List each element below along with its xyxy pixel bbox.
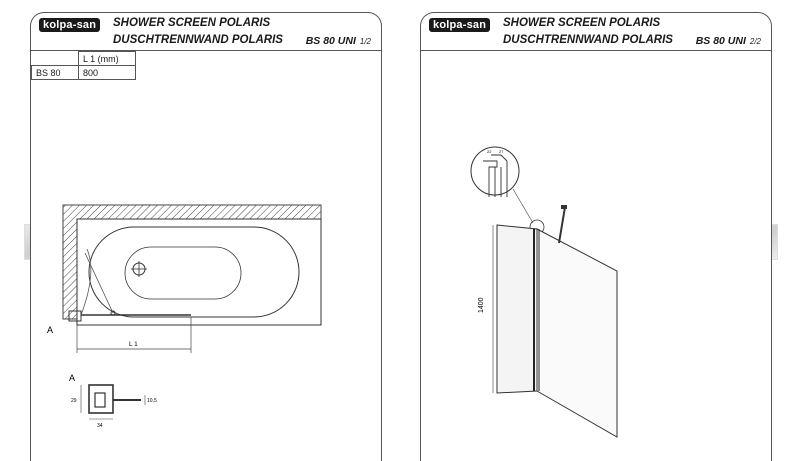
bathtub-inner — [124, 246, 242, 300]
table-row-value: 800 — [78, 65, 136, 80]
page-number: 2/2 — [749, 37, 761, 46]
stabilizer-bar — [558, 206, 566, 244]
swing-arc — [80, 248, 92, 316]
dimension-label: L 1 — [129, 341, 138, 348]
detail-a-marker: A — [47, 325, 53, 335]
brand-logo: kolpa-san — [39, 18, 101, 32]
table-row-label: BS 80 — [31, 65, 79, 80]
header-divider — [421, 50, 771, 51]
model-name: BS 80 UNI — [305, 35, 356, 47]
dimension-table: L 1 (mm) BS 80 800 — [31, 51, 136, 80]
bathtub-basin — [88, 226, 300, 318]
detail-wall-profile — [88, 384, 114, 414]
height-label: 1400 — [478, 297, 485, 313]
detail-width: 34 — [97, 423, 103, 429]
panel-elevation-drawing: 22 27 1400 — [470, 146, 618, 438]
bathtub-outline — [76, 218, 322, 326]
title-en: SHOWER SCREEN POLARIS — [503, 17, 661, 29]
drawing-sheet-1: kolpa-san SHOWER SCREEN POLARIS DUSCHTRE… — [30, 12, 382, 461]
detail-side: 10,5 — [147, 398, 157, 404]
model-name: BS 80 UNI — [695, 35, 746, 47]
glass-panel-main — [536, 228, 618, 438]
table-row: BS 80 800 — [31, 65, 136, 80]
drawing-sheet-2: kolpa-san SHOWER SCREEN POLARIS DUSCHTRE… — [420, 12, 772, 461]
detail-height: 29 — [71, 398, 77, 404]
brand-logo: kolpa-san — [429, 18, 491, 32]
glass-panel — [496, 224, 538, 394]
detail-dim-b: 27 — [499, 149, 504, 154]
detail-dim-a: 22 — [487, 149, 492, 154]
page-number: 1/2 — [359, 37, 371, 46]
title-de: DUSCHTRENNWAND POLARIS — [503, 34, 673, 46]
wall-hatch — [62, 204, 322, 320]
header-divider — [31, 50, 381, 51]
bathtub-plan-drawing: A L 1 A 29 34 10,5 — [47, 204, 322, 429]
detail-a-label: A — [69, 373, 75, 383]
wall-profile — [68, 310, 82, 322]
title-de: DUSCHTRENNWAND POLARIS — [113, 34, 283, 46]
title-en: SHOWER SCREEN POLARIS — [113, 17, 271, 29]
